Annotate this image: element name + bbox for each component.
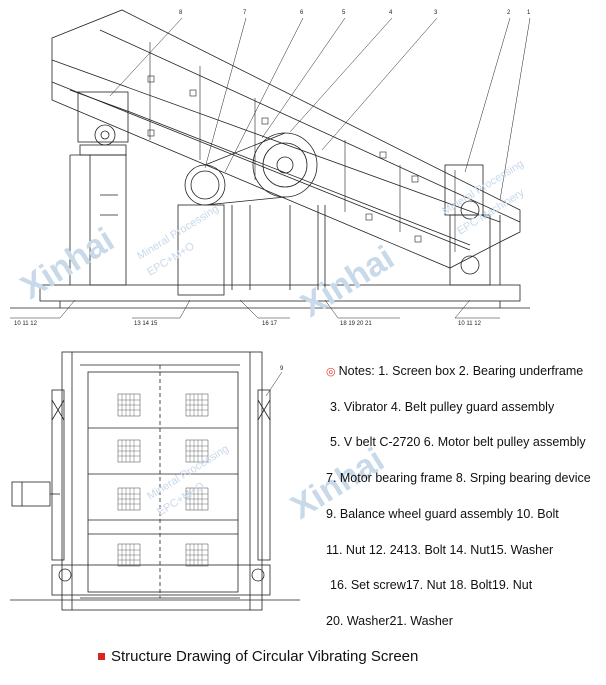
watermark-logo: Xinhai (294, 238, 401, 324)
figure-caption: Structure Drawing of Circular Vibrating … (98, 648, 418, 665)
callout-group-3: 16 17 (262, 321, 278, 327)
base-frame (39, 284, 521, 302)
note-text: Notes: 1. Screen box 2. Bearing underfra… (338, 364, 584, 378)
callout-8: 8 (179, 10, 183, 16)
callout-2: 2 (507, 10, 511, 16)
callout-group-2: 13 14 15 (134, 321, 158, 327)
top-callouts: 8 7 6 5 4 3 2 1 (179, 10, 531, 16)
note-line: 7. Motor bearing frame 8. Srping bearing… (326, 471, 591, 485)
note-line: 9. Balance wheel guard assembly 10. Bolt (326, 507, 559, 521)
caption-text: Structure Drawing of Circular Vibrating … (111, 648, 419, 665)
note-line: 11. Nut 12. 2413. Bolt 14. Nut15. Washer (326, 543, 554, 557)
screen-box (51, 9, 521, 269)
side-view (10, 9, 530, 309)
callout-1: 1 (527, 10, 531, 16)
motor (11, 481, 51, 507)
bottom-callouts: 10 11 12 13 14 15 16 17 18 19 20 21 10 1… (14, 321, 482, 327)
plan-outline (61, 351, 263, 611)
note-line: 5. V belt C-2720 6. Motor belt pulley as… (330, 435, 586, 449)
callout-group-4: 18 19 20 21 (340, 321, 372, 327)
note-line: ◎Notes: 1. Screen box 2. Bearing underfr… (326, 364, 583, 378)
note-line: 20. Washer21. Washer (326, 614, 453, 628)
note-line: 3. Vibrator 4. Belt pulley guard assembl… (330, 400, 555, 414)
bullet-square-icon (98, 652, 105, 660)
screen-panels (117, 393, 209, 567)
callout-leaders (10, 17, 531, 319)
panel-mesh (118, 394, 208, 566)
callout-7: 7 (243, 10, 247, 16)
callout-9: 9 (280, 366, 284, 372)
note-line: 16. Set screw17. Nut 18. Bolt19. Nut (330, 578, 533, 592)
plan-view (10, 351, 300, 611)
target-icon: ◎ (326, 366, 336, 378)
callout-4: 4 (389, 10, 393, 16)
callout-5: 5 (342, 10, 346, 16)
callout-6: 6 (300, 10, 304, 16)
callout-group-5: 10 11 12 (458, 321, 482, 327)
callout-group-1: 10 11 12 (14, 321, 38, 327)
watermark-logo: Xinhai (14, 220, 121, 306)
callout-3: 3 (434, 10, 438, 16)
